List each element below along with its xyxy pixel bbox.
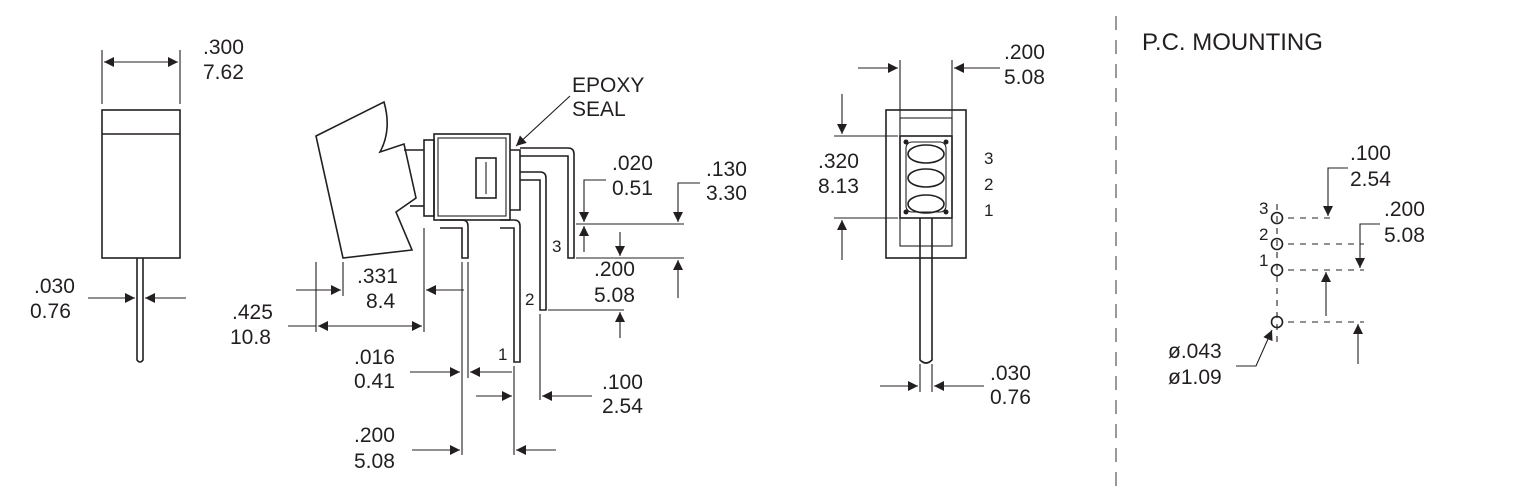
hole-spacing-mm: 5.08 [1384,224,1425,247]
hole-spacing-inch: .200 [1384,198,1425,221]
front-pin-width-inch: .030 [990,362,1031,385]
mounting-hole-2 [1270,237,1284,251]
pin-offset-mm: 2.54 [602,395,643,418]
front-pin-width-mm: 0.76 [990,386,1031,409]
hole-diameter-inch: ø.043 [1168,340,1222,363]
terminal-1 [500,219,521,363]
front-view: 3 2 1 .200 5.08 .320 8.13 .030 0.76 [818,41,1045,409]
end-view-body [101,109,181,259]
hole-diameter-mm: ø1.09 [1168,366,1222,389]
front-width-inch: .200 [1004,41,1045,64]
length-mm: 3.30 [706,182,747,205]
mounting-hole-1 [1270,263,1284,277]
front-view-housing [899,135,953,219]
switch-bushing [423,139,435,217]
terminal-3 [520,147,575,259]
front-pin-label-2: 2 [984,175,993,194]
pin-label-1: 1 [498,345,507,364]
side-view: 3 2 1 EPOXY SEAL .331 8.4 .425 10.8 .016… [230,74,747,473]
rocker-length-mm: 8.4 [366,290,396,313]
housing-window [475,157,497,199]
section-title: P.C. MOUNTING [1142,29,1323,56]
hole-pitch-inch: .100 [1350,142,1391,165]
epoxy-label: EPOXY [572,74,644,97]
epoxy-leader [515,95,571,147]
end-view-pin [136,258,144,363]
pin-width-inch: .030 [34,275,75,298]
front-height-inch: .320 [818,150,859,173]
pin-pitch-mm: 5.08 [354,450,395,473]
terminal-spacing-mm: 5.08 [594,284,635,307]
front-height-mm: 8.13 [818,175,859,198]
switch-housing [433,133,511,221]
terminal-spacing-inch: .200 [594,258,635,281]
pc-mounting-view: P.C. MOUNTING 3 2 1 .100 2.54 .200 5.08 … [1142,29,1425,389]
pin-thickness-inch: .016 [354,346,395,369]
pin-label-3: 3 [552,237,561,256]
pin-label-2: 2 [525,290,534,309]
hole-label-3: 3 [1259,199,1268,218]
front-width-mm: 5.08 [1004,66,1045,89]
terminal-2 [520,171,547,311]
gap-mm: 0.51 [612,177,653,200]
mounting-hole-3 [1270,211,1284,225]
gap-inch: .020 [612,152,653,175]
pin-offset-inch: .100 [602,371,643,394]
pin-width-mm: 0.76 [30,300,71,323]
overall-length-inch: .425 [232,301,273,324]
pin-pitch-inch: .200 [354,424,395,447]
rocker-length-inch: .331 [357,265,398,288]
seal-label: SEAL [572,98,626,121]
length-inch: .130 [706,158,747,181]
rocker-actuator [315,100,417,259]
front-pin-label-3: 3 [984,149,993,168]
terminal-contact-2 [907,168,945,188]
mounting-hole-anchor [1270,315,1284,329]
end-view: .300 7.62 .030 0.76 [30,36,244,363]
width-mm: 7.62 [203,61,244,84]
overall-length-mm: 10.8 [230,326,271,349]
terminal-contact-1 [907,194,945,214]
hole-pitch-mm: 2.54 [1350,168,1391,191]
pin-thickness-mm: 0.41 [354,370,395,393]
hole-label-2: 2 [1259,225,1268,244]
hole-label-1: 1 [1259,251,1268,270]
front-view-pin [919,218,933,364]
mounting-tab [440,219,469,259]
width-inch: .300 [203,36,244,59]
front-pin-label-1: 1 [984,201,993,220]
front-view-body [885,109,967,259]
terminal-contact-3 [907,144,945,164]
